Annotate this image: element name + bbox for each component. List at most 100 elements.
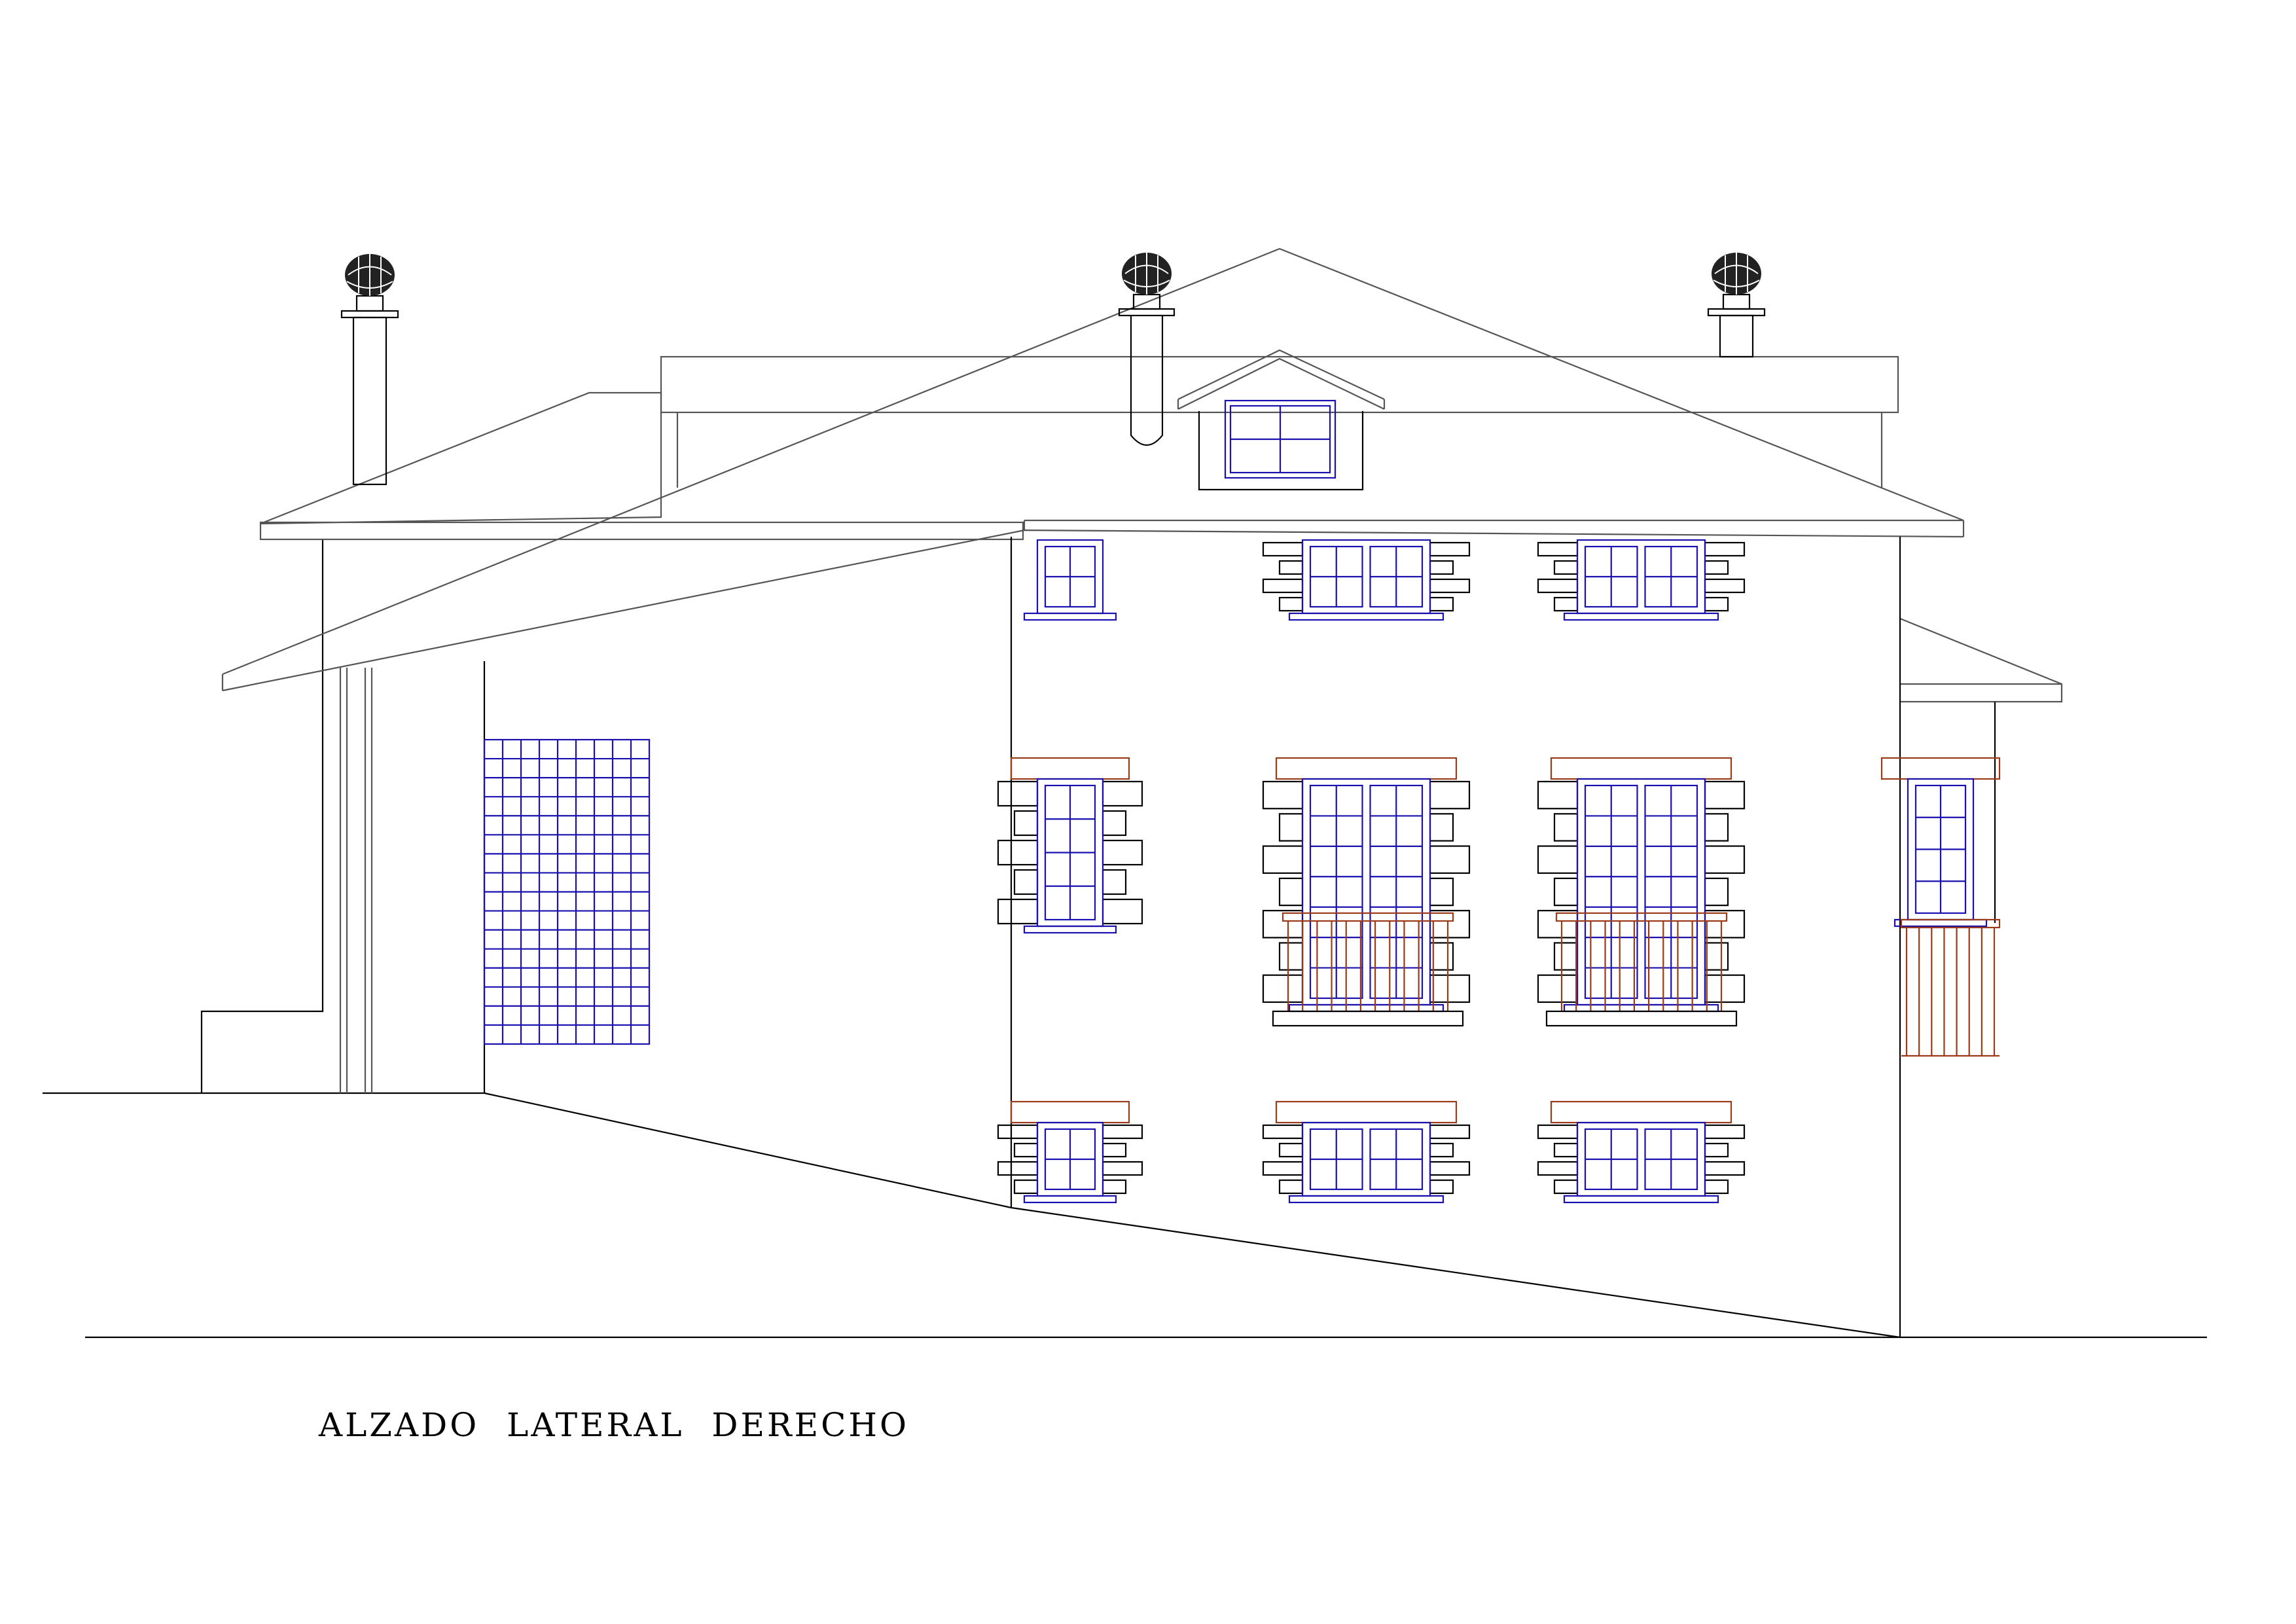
stone-quoin: [1704, 1124, 1746, 1140]
stone-quoin: [1429, 1179, 1454, 1195]
stone-quoin: [1262, 974, 1304, 1003]
stone-quoin: [997, 1161, 1039, 1176]
window: [1262, 1100, 1471, 1204]
window: [1537, 757, 1746, 1013]
stone-quoin: [1704, 1161, 1746, 1176]
stone-quoin: [1537, 1161, 1579, 1176]
stone-quoin: [1429, 596, 1454, 612]
stone-quoin: [1537, 541, 1579, 557]
stone-quoin: [1013, 1179, 1039, 1195]
stone-quoin: [997, 1124, 1039, 1140]
window-lintel: [1010, 1100, 1130, 1124]
window-sill: [1023, 925, 1117, 934]
windows: [997, 539, 2001, 1204]
stone-quoin: [1429, 910, 1471, 939]
stone-quoin: [1278, 1179, 1304, 1195]
stone-quoin: [1704, 780, 1746, 810]
stone-quoin: [1553, 942, 1579, 971]
stone-quoin: [1704, 877, 1729, 907]
main-facade: [1010, 537, 1901, 1337]
window-frame: [1301, 778, 1431, 1006]
stone-quoin: [1704, 578, 1746, 594]
stone-quoin: [1278, 877, 1304, 907]
stone-quoin: [1704, 910, 1746, 939]
stone-quoin: [1102, 839, 1143, 866]
stone-quoin: [1278, 560, 1304, 575]
stone-quoin: [1553, 813, 1579, 842]
stone-quoin: [1704, 1142, 1729, 1158]
chimneys: [340, 253, 1766, 486]
stone-quoin: [1262, 845, 1304, 874]
side-roof: [1899, 617, 2063, 923]
stone-quoin: [1102, 1142, 1127, 1158]
window-frame: [1576, 778, 1706, 1006]
drawing-title: ALZADO LATERAL DERECHO: [319, 1406, 909, 1444]
stone-quoin: [1704, 942, 1729, 971]
chimney-ventilator-icon: [1122, 253, 1172, 295]
stone-quoin: [1262, 1124, 1304, 1140]
stone-quoin: [1429, 578, 1471, 594]
stone-quoin: [1704, 974, 1746, 1003]
balcony-railing: [1545, 912, 1738, 1027]
stone-quoin: [1262, 1161, 1304, 1176]
window: [1537, 539, 1746, 621]
stone-quoin: [1013, 810, 1039, 837]
stone-quoin: [1553, 877, 1579, 907]
chimney-center: [1118, 253, 1175, 446]
stone-quoin: [1262, 780, 1304, 810]
railing-top: [1282, 912, 1454, 922]
balcony-slab: [1545, 1010, 1738, 1027]
stone-quoin: [997, 898, 1039, 925]
stone-quoin: [1553, 1142, 1579, 1158]
stone-quoin: [1537, 974, 1579, 1003]
stone-quoin: [1429, 1124, 1471, 1140]
stone-quoin: [1013, 1142, 1039, 1158]
stone-quoin: [1262, 578, 1304, 594]
stone-quoin: [1429, 560, 1454, 575]
window-lintel: [1010, 757, 1130, 780]
stone-quoin: [1429, 813, 1454, 842]
balcony-railing: [1272, 912, 1464, 1027]
chimney-ventilator-icon: [345, 254, 395, 296]
stone-quoin: [1429, 845, 1471, 874]
railing-top: [1555, 912, 1728, 922]
chimney-left: [340, 254, 399, 486]
stone-quoin: [1278, 942, 1304, 971]
stone-quoin: [1429, 1142, 1454, 1158]
stone-quoin: [1102, 1161, 1143, 1176]
stone-quoin: [1429, 780, 1471, 810]
stone-quoin: [1102, 1179, 1127, 1195]
window-sill: [1023, 612, 1117, 621]
window-sill: [1563, 1003, 1719, 1013]
stone-quoin: [1278, 596, 1304, 612]
stone-quoin: [1262, 541, 1304, 557]
window-sill: [1893, 918, 1988, 928]
window: [997, 1100, 1143, 1204]
main-roof: [221, 247, 1965, 692]
stone-quoin: [1102, 810, 1127, 837]
railing-top: [1900, 918, 2001, 929]
window-sill: [1563, 612, 1719, 621]
stone-quoin: [1537, 1124, 1579, 1140]
window-lintel: [1550, 1100, 1732, 1124]
glass-block-wall: [483, 738, 651, 1045]
window-sill: [1288, 1003, 1444, 1013]
stone-quoin: [997, 780, 1039, 807]
window-lintel: [1275, 757, 1458, 780]
stone-quoin: [1429, 541, 1471, 557]
stone-quoin: [1429, 877, 1454, 907]
window-lintel: [1275, 1100, 1458, 1124]
window: [1537, 1100, 1746, 1204]
stone-quoin: [1537, 578, 1579, 594]
stone-quoin: [1704, 845, 1746, 874]
stone-quoin: [1278, 1142, 1304, 1158]
chimney-ventilator-icon: [1712, 253, 1761, 295]
stone-quoin: [1553, 596, 1579, 612]
stone-quoin: [1102, 869, 1127, 895]
window-sill: [1288, 1195, 1444, 1204]
window-sill: [1563, 1195, 1719, 1204]
window: [1023, 539, 1117, 621]
stone-quoin: [1704, 813, 1729, 842]
stone-quoin: [1553, 560, 1579, 575]
